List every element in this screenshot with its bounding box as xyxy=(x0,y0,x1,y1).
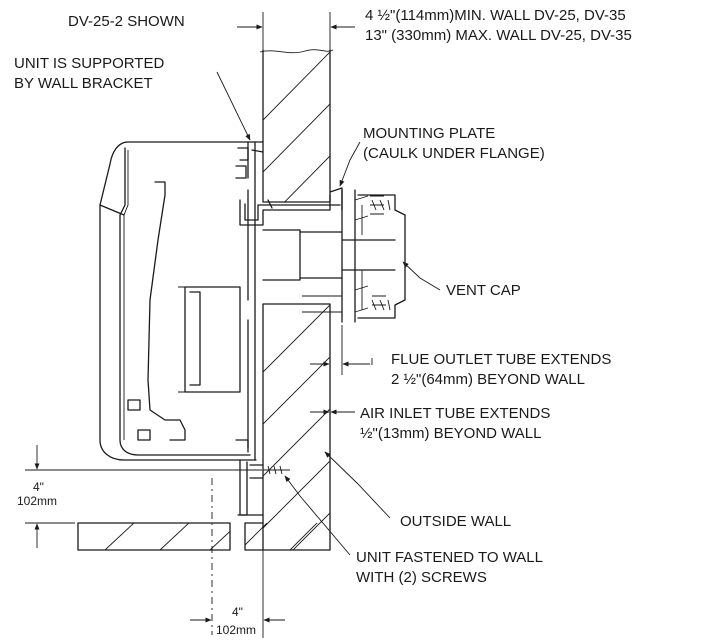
lower-fastening xyxy=(211,459,290,638)
model-shown-label: DV-25-2 SHOWN xyxy=(68,13,185,30)
upper-wall-section xyxy=(259,49,334,203)
air-inlet-label-line2: ½"(13mm) BEYOND WALL xyxy=(360,425,541,442)
leader-lines xyxy=(216,71,441,556)
horizontal-clearance-inches: 4" xyxy=(232,605,243,619)
air-inlet-label-line1: AIR INLET TUBE EXTENDS xyxy=(360,405,550,422)
wall-bracket-label-line1: UNIT IS SUPPORTED xyxy=(14,55,164,72)
wall-bracket-label-line2: BY WALL BRACKET xyxy=(14,75,153,92)
screw-icon xyxy=(263,465,290,475)
flue-outlet-label-line1: FLUE OUTLET TUBE EXTENDS xyxy=(391,351,611,368)
wall-max-label: 13" (330mm) MAX. WALL DV-25, DV-35 xyxy=(365,27,632,44)
tube-extension-dimensions xyxy=(310,325,370,420)
outside-wall-label: OUTSIDE WALL xyxy=(400,513,511,530)
vertical-clearance-mm: 102mm xyxy=(17,494,57,508)
vent-assembly xyxy=(262,189,406,323)
vertical-clearance-dimension xyxy=(25,445,262,548)
mounting-plate-label-line1: MOUNTING PLATE xyxy=(363,125,495,142)
fasten-label-line2: WITH (2) SCREWS xyxy=(356,569,487,586)
heater-unit xyxy=(99,141,257,461)
flue-outlet-label-line2: 2 ½"(64mm) BEYOND WALL xyxy=(391,371,585,388)
wall-thickness-dimension xyxy=(237,12,355,50)
vent-cap-label: VENT CAP xyxy=(446,282,521,299)
mounting-plate xyxy=(239,141,343,226)
mounting-plate-label-line2: (CAULK UNDER FLANGE) xyxy=(363,145,545,162)
outside-wall-section xyxy=(262,303,331,551)
floor-section xyxy=(77,522,318,551)
wall-min-label: 4 ½"(114mm)MIN. WALL DV-25, DV-35 xyxy=(365,7,626,24)
vertical-clearance-inches: 4" xyxy=(33,480,44,494)
fasten-label-line1: UNIT FASTENED TO WALL xyxy=(356,549,543,566)
horizontal-clearance-mm: 102mm xyxy=(216,623,256,637)
